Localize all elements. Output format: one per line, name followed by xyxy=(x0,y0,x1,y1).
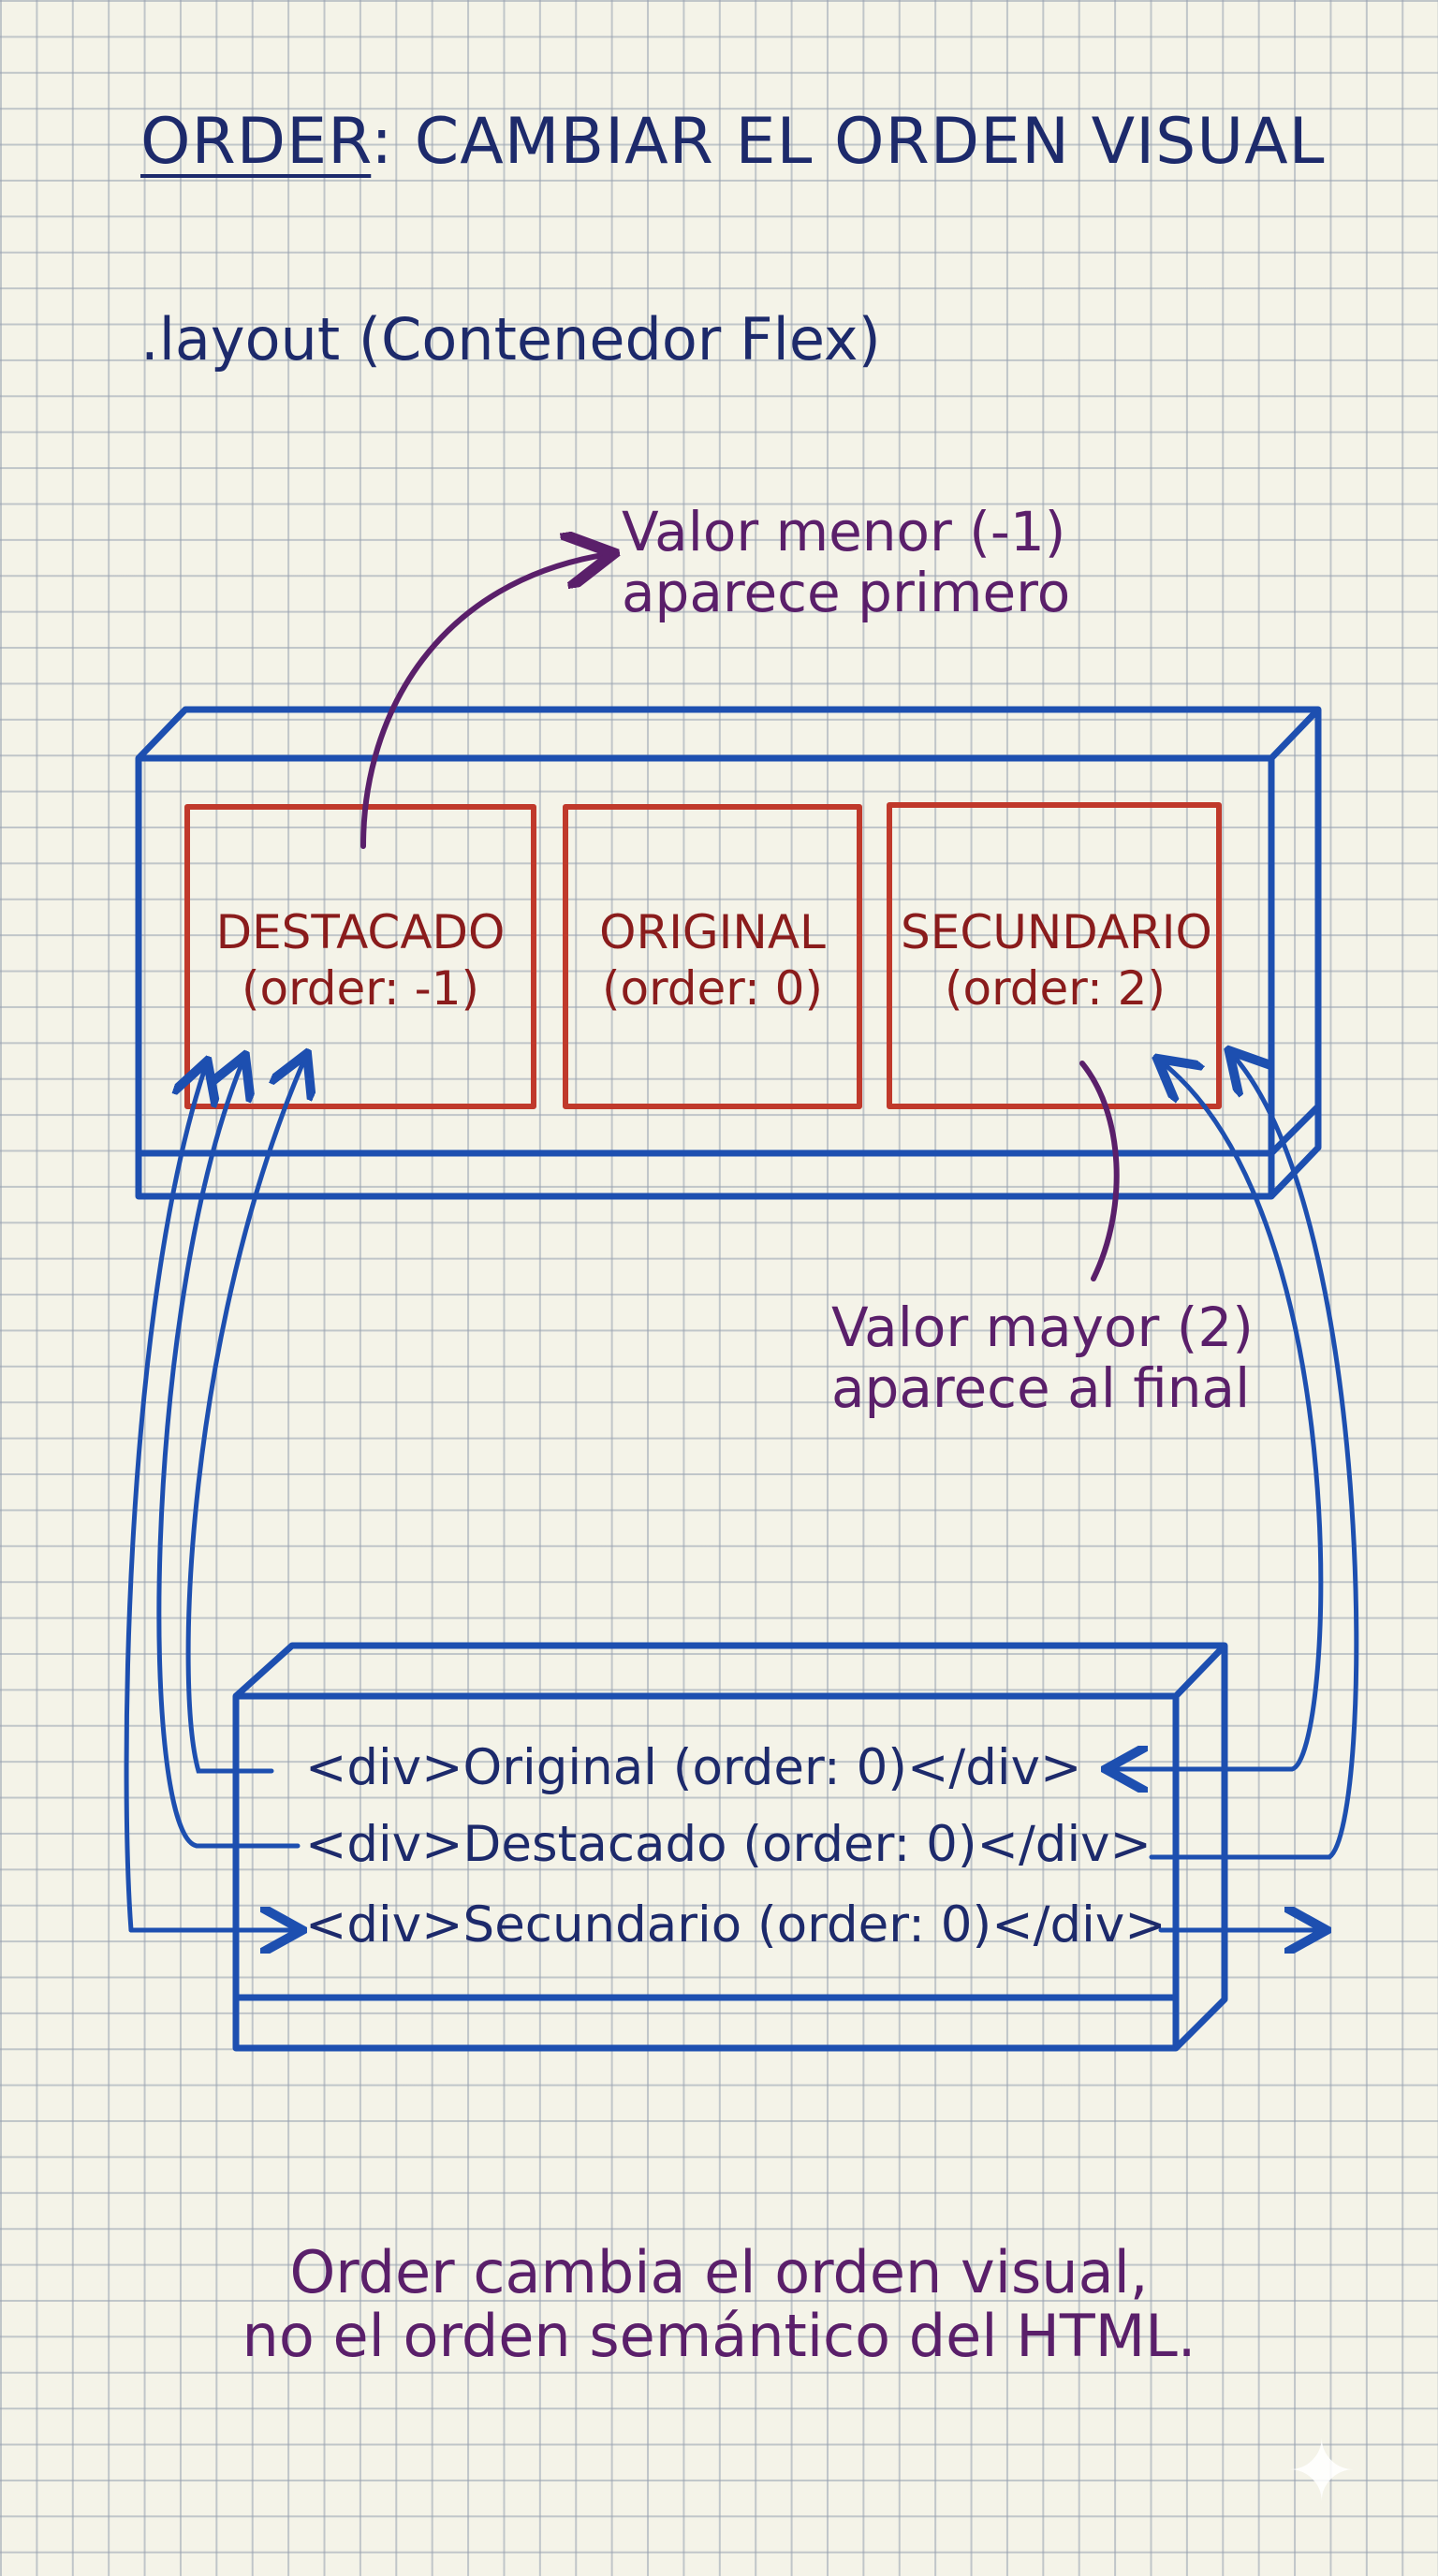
title-keyword: ORDER xyxy=(140,105,372,179)
arrow-secundario-to-last xyxy=(1149,1054,1359,1860)
box-order: (order: -1) xyxy=(241,961,480,1016)
sparkle-icon: ✦ xyxy=(1286,2422,1357,2521)
source-line-destacado: <div>Destacado (order: 0)</div> xyxy=(305,1816,1152,1873)
box-label-secundario: SECUNDARIO (order: 2) xyxy=(901,904,1212,1017)
arrow-original-to-secundario xyxy=(1161,1061,1324,1772)
box-order: (order: 2) xyxy=(944,961,1166,1016)
source-line-original: <div>Original (order: 0)</div> xyxy=(305,1739,1082,1796)
mapping-arrows xyxy=(124,1054,1359,1933)
note-line: aparece primero xyxy=(622,560,1071,624)
title-rest: : CAMBIAR EL ORDEN VISUAL xyxy=(371,105,1326,179)
box-name: ORIGINAL xyxy=(599,905,826,959)
note-line: Valor menor (-1) xyxy=(622,500,1066,564)
box-label-destacado: DESTACADO (order: -1) xyxy=(206,904,515,1017)
box-name: DESTACADO xyxy=(215,905,506,959)
caption-line: Order cambia el orden visual, xyxy=(289,2238,1149,2306)
caption-line: no el orden semántico del HTML. xyxy=(242,2302,1196,2371)
arrow-left-loop xyxy=(124,1065,206,1933)
container-label: .layout (Contenedor Flex) xyxy=(140,305,881,373)
lower-value-note: Valor menor (-1) aparece primero xyxy=(622,502,1070,623)
higher-value-note: Valor mayor (2) aparece al final xyxy=(831,1297,1254,1419)
note-line: aparece al final xyxy=(831,1355,1251,1420)
box-destacado xyxy=(184,804,536,1109)
box-original xyxy=(563,804,862,1109)
box-name: SECUNDARIO xyxy=(901,905,1212,959)
box-label-original: ORIGINAL (order: 0) xyxy=(558,904,867,1017)
arrow-destacado-to-first xyxy=(156,1060,301,1849)
arrow-destacado-to-first-b xyxy=(185,1058,305,1774)
flex-container-box xyxy=(135,706,1322,1200)
item-boxes xyxy=(184,802,1222,1109)
page-title: ORDER: CAMBIAR EL ORDEN VISUAL xyxy=(140,105,1326,179)
lower-value-arrow xyxy=(360,554,609,849)
box-order: (order: 0) xyxy=(601,961,823,1016)
source-line-secundario: <div>Secundario (order: 0)</div> xyxy=(305,1896,1167,1954)
higher-value-pointer xyxy=(1079,1061,1120,1281)
note-line: Valor mayor (2) xyxy=(831,1295,1254,1359)
box-secundario xyxy=(887,802,1222,1109)
caption: Order cambia el orden visual, no el orde… xyxy=(0,2238,1438,2371)
